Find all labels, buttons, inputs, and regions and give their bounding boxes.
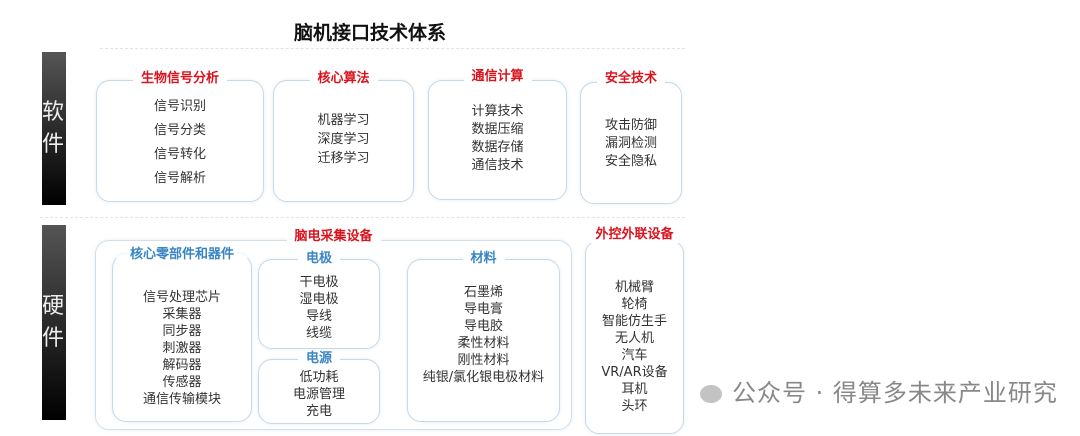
group-core-components: 核心零部件和器件 信号处理芯片 采集器 同步器 刺激器 解码器 传感器 通信传输… (112, 247, 252, 422)
item-list: 计算技术 数据压缩 数据存储 通信技术 (429, 103, 566, 175)
item: 攻击防御 (604, 118, 657, 133)
group-materials: 材料 石墨烯 导电膏 导电胶 柔性材料 刚性材料 纯银/氯化银电极材料 (407, 251, 560, 422)
group-title: 生物信号分析 (132, 71, 228, 87)
wechat-icon (700, 385, 722, 403)
item: 智能仿生手 (601, 314, 667, 329)
item: 传感器 (162, 375, 202, 390)
item: 导电膏 (463, 302, 503, 317)
group-communication: 通信计算 计算技术 数据压缩 数据存储 通信技术 (428, 69, 567, 200)
item: 汽车 (621, 348, 648, 363)
group-title: 核心算法 (309, 71, 378, 87)
item: 采集器 (162, 307, 202, 322)
group-title: 通信计算 (463, 69, 532, 85)
group-bio-signal: 生物信号分析 信号识别 信号分类 信号转化 信号解析 (96, 71, 264, 202)
software-label-text: 软件 (42, 99, 65, 157)
item: 电源管理 (292, 387, 345, 402)
item-list: 石墨烯 导电膏 导电胶 柔性材料 刚性材料 纯银/氯化银电极材料 (408, 284, 559, 386)
item: 计算技术 (471, 104, 524, 119)
divider (40, 217, 685, 218)
item-list: 机器学习 深度学习 迁移学习 (274, 111, 413, 168)
item: 数据压缩 (471, 122, 524, 137)
divider (100, 48, 685, 49)
item: 导电胶 (463, 319, 503, 334)
item: 同步器 (162, 324, 202, 339)
item: 导线 (305, 309, 332, 324)
group-external-devices: 外控外联设备 机械臂 轮椅 智能仿生手 无人机 汽车 VR/AR设备 耳机 头环 (585, 227, 684, 434)
item: 漏洞检测 (604, 136, 657, 151)
group-electrode: 电极 干电极 湿电极 导线 线缆 (258, 251, 380, 349)
item: 信号分类 (153, 123, 206, 138)
group-security: 安全技术 攻击防御 漏洞检测 安全隐私 (580, 71, 682, 204)
group-title: 安全技术 (596, 71, 666, 87)
group-title: 电源 (297, 351, 341, 367)
hardware-label: 硬件 (42, 225, 66, 420)
item: 耳机 (621, 382, 648, 397)
item: 刺激器 (162, 341, 202, 356)
item: 信号识别 (153, 99, 206, 114)
item: 安全隐私 (604, 154, 657, 169)
item: 通信技术 (471, 158, 524, 173)
group-title: 电极 (297, 251, 341, 267)
item-list: 低功耗 电源管理 充电 (259, 369, 379, 420)
item: 刚性材料 (457, 353, 510, 368)
watermark-text: 公众号 · 得算多未来产业研究 (732, 379, 1058, 407)
item: 柔性材料 (457, 336, 510, 351)
group-title: 材料 (462, 251, 505, 267)
item-list: 信号处理芯片 采集器 同步器 刺激器 解码器 传感器 通信传输模块 (113, 289, 251, 408)
item: 通信传输模块 (142, 392, 221, 407)
item: 线缆 (305, 326, 332, 341)
diagram-title: 脑机接口技术体系 (293, 22, 446, 44)
item: 信号解析 (153, 171, 206, 186)
item: 信号处理芯片 (142, 290, 221, 305)
group-title: 脑电采集设备 (286, 229, 381, 245)
group-title: 外控外联设备 (587, 227, 682, 243)
item-list: 攻击防御 漏洞检测 安全隐私 (581, 117, 681, 171)
item: 湿电极 (299, 292, 339, 307)
group-core-algorithm: 核心算法 机器学习 深度学习 迁移学习 (273, 71, 414, 202)
group-acquisition: 脑电采集设备 (95, 229, 572, 430)
item: 干电极 (299, 275, 339, 290)
item: 石墨烯 (463, 285, 503, 300)
item: 轮椅 (621, 297, 648, 312)
item: 纯银/氯化银电极材料 (422, 370, 545, 385)
group-power: 电源 低功耗 电源管理 充电 (258, 351, 380, 424)
watermark: 公众号 · 得算多未来产业研究 (700, 378, 1058, 408)
item: 低功耗 (299, 370, 339, 385)
item: 数据存储 (471, 140, 524, 155)
item: 无人机 (614, 331, 654, 346)
item-list: 干电极 湿电极 导线 线缆 (259, 274, 379, 342)
item: 机械臂 (614, 280, 654, 295)
item: 信号转化 (153, 147, 206, 162)
item: 头环 (621, 399, 648, 414)
software-label: 软件 (42, 52, 66, 205)
item: 迁移学习 (317, 151, 370, 166)
hardware-label-text: 硬件 (42, 293, 65, 351)
group-title: 核心零部件和器件 (129, 247, 235, 262)
item: 解码器 (162, 358, 202, 373)
item-list: 机械臂 轮椅 智能仿生手 无人机 汽车 VR/AR设备 耳机 头环 (586, 279, 683, 415)
item: 深度学习 (317, 132, 370, 147)
item-list: 信号识别 信号分类 信号转化 信号解析 (97, 95, 263, 191)
item: 充电 (305, 404, 332, 419)
item: 机器学习 (317, 113, 370, 128)
item: VR/AR设备 (601, 365, 668, 380)
